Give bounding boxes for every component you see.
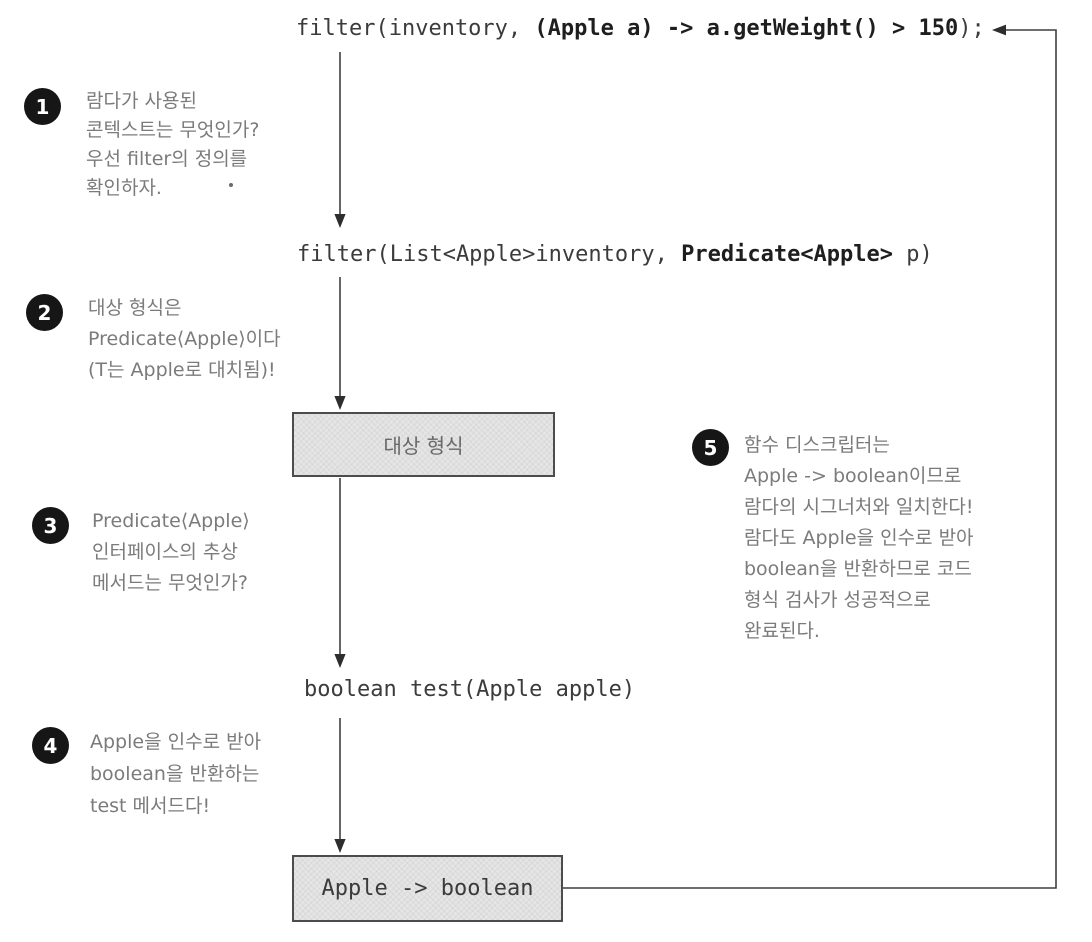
note-line: 우선 filter의 정의를 [86, 148, 248, 170]
note-line: test 메서드다! [90, 795, 211, 817]
code-segment: filter(List<Apple>inventory, [297, 242, 682, 267]
note-line: Predicate⟨Apple⟩이다 [88, 328, 281, 350]
note-line: (T는 Apple로 대치됨)! [88, 359, 276, 381]
code-segment: p) [893, 242, 933, 267]
code-segment: ); [958, 16, 985, 41]
note-line: 인터페이스의 추상 [92, 541, 238, 563]
step-badge-3: 3 [32, 507, 69, 544]
note-line: 메서드는 무엇인가? [92, 572, 248, 594]
arrow-signature-to-target-type-icon [334, 277, 346, 410]
note-line: 형식 검사가 성공적으로 [744, 589, 931, 611]
arrow-target-type-to-method-icon [334, 478, 346, 668]
note-line: 완료된다. [744, 620, 820, 642]
note-line: Apple을 인수로 받아 [90, 731, 262, 753]
note-line: 람다의 시그너처와 일치한다! [744, 496, 974, 518]
step-badge-5: 5 [692, 429, 729, 466]
target-type-box-label: 대상 형식 [383, 434, 464, 458]
function-descriptor-box: Apple -> boolean [292, 855, 563, 922]
note-line: 람다도 Apple을 인수로 받아 [744, 527, 974, 549]
function-descriptor-box-label: Apple -> boolean [321, 876, 534, 901]
note-step-5: 함수 디스크립터는 Apple -> boolean이므로 람다의 시그너처와 … [744, 430, 974, 647]
code-segment-bold: (Apple a) -> a.getWeight() > 150 [534, 16, 959, 41]
note-line: 대상 형식은 [88, 297, 182, 319]
note-line: 람다가 사용된 [86, 90, 197, 112]
arrow-method-to-descriptor-icon [334, 718, 346, 853]
step-badge-4: 4 [32, 727, 69, 764]
target-type-box: 대상 형식 [292, 412, 555, 477]
note-step-3: Predicate⟨Apple⟩ 인터페이스의 추상 메서드는 무엇인가? [92, 506, 250, 599]
note-step-2: 대상 형식은 Predicate⟨Apple⟩이다 (T는 Apple로 대치됨… [88, 293, 281, 386]
note-line: 함수 디스크립터는 [744, 434, 890, 456]
print-artifact-dot [229, 183, 233, 187]
note-line: Apple -> boolean이므로 [744, 465, 962, 487]
note-line: 확인하자. [86, 177, 162, 199]
step-badge-1: 1 [24, 88, 61, 125]
arrow-call-to-signature-icon [334, 52, 346, 228]
note-line: 콘텍스트는 무엇인가? [86, 119, 260, 141]
code-filter-call: filter(inventory, (Apple a) -> a.getWeig… [296, 16, 985, 41]
note-step-1: 람다가 사용된 콘텍스트는 무엇인가? 우선 filter의 정의를 확인하자. [86, 87, 259, 203]
return-loop-arrow-icon [563, 24, 1057, 889]
code-segment-bold: Predicate<Apple> [681, 242, 894, 267]
note-line: boolean을 반환하는 [90, 763, 260, 785]
note-line: Predicate⟨Apple⟩ [92, 510, 250, 532]
code-filter-signature: filter(List<Apple>inventory, Predicate<A… [297, 242, 933, 267]
note-line: boolean을 반환하므로 코드 [744, 558, 972, 580]
code-segment: filter(inventory, [296, 16, 535, 41]
step-badge-2: 2 [26, 294, 63, 331]
code-abstract-method: boolean test(Apple apple) [304, 677, 636, 702]
note-step-4: Apple을 인수로 받아 boolean을 반환하는 test 메서드다! [90, 726, 261, 822]
